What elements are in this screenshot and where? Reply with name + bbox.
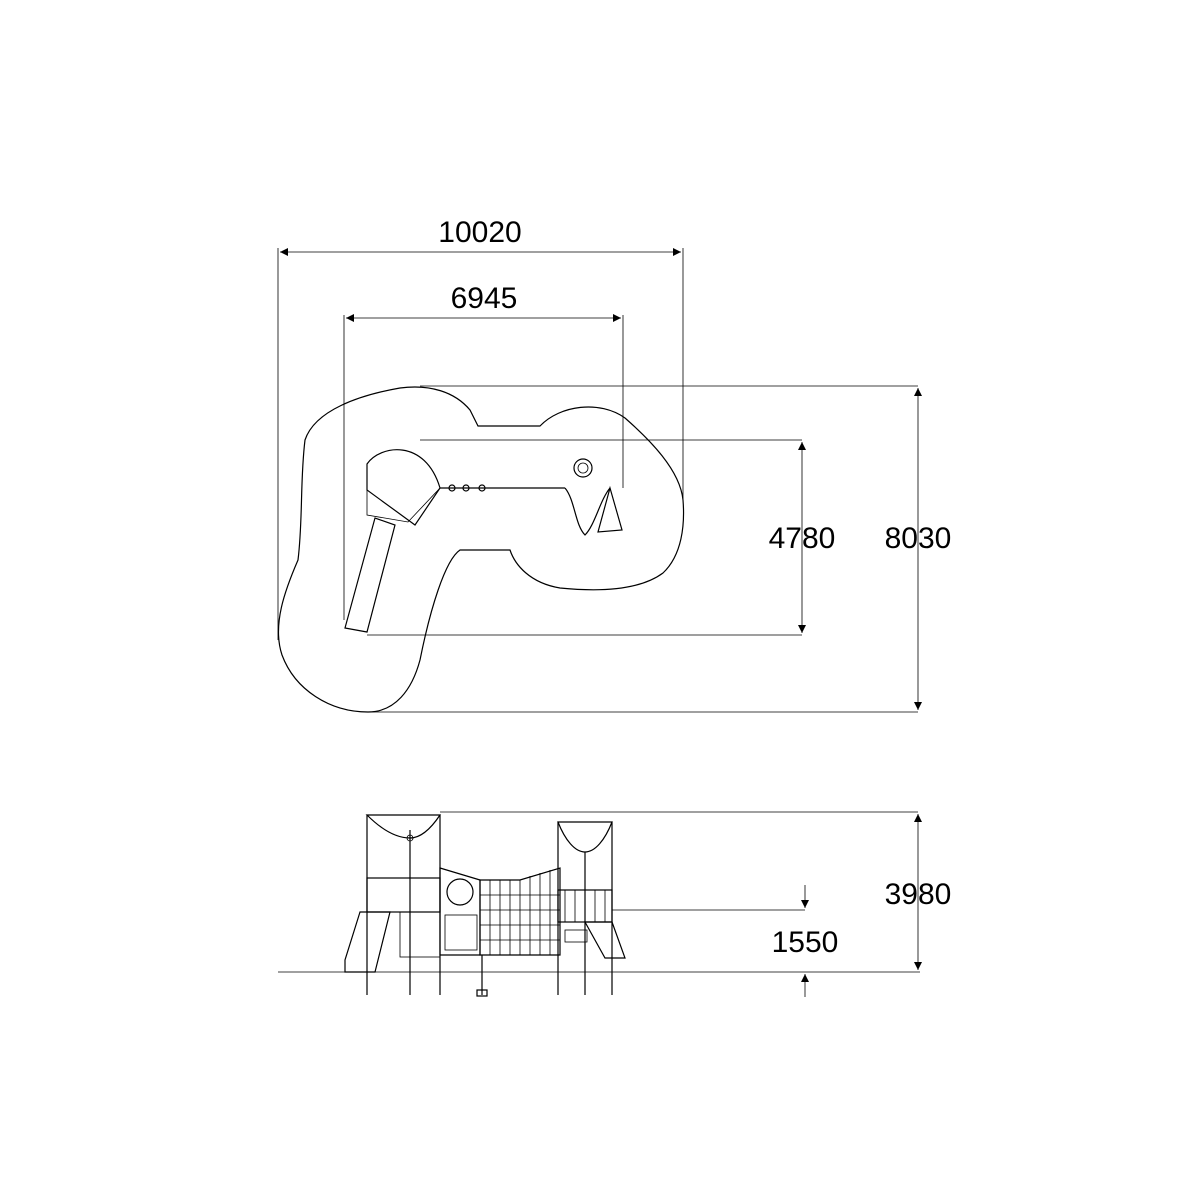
elevation-view [278,814,920,997]
dimension-platform-height: 1550 [612,885,838,997]
left-tower [365,814,442,995]
slide-elevation [344,911,391,973]
steering-wheel-icon [573,458,593,478]
slide-plan [344,517,396,633]
dim-label-overall-depth: 8030 [885,522,952,555]
plan-view [277,386,802,713]
equipment-footprint [367,439,802,636]
right-tower [557,821,626,995]
dim-label-equipment-width: 6945 [451,282,518,315]
dimension-equipment-depth: 4780 [769,442,836,633]
dimension-equipment-width: 6945 [343,282,624,620]
dim-label-overall-height: 3980 [885,878,952,911]
tube-section [439,867,481,956]
bridge-posts [448,484,486,492]
left-tower-roof [366,449,441,526]
climbing-net [476,867,561,997]
left-tower-deck [366,464,441,523]
dim-label-platform-height: 1550 [772,926,839,959]
dimension-overall-width: 10020 [277,216,684,640]
dimension-overall-depth: 8030 [368,385,952,713]
right-tower-wall [597,485,623,533]
dim-label-overall-width: 10020 [438,216,521,249]
dim-label-equipment-depth: 4780 [769,522,836,555]
dimension-overall-height: 3980 [440,811,952,970]
right-tower-roof [564,487,611,536]
safety-zone-outline [277,386,685,713]
